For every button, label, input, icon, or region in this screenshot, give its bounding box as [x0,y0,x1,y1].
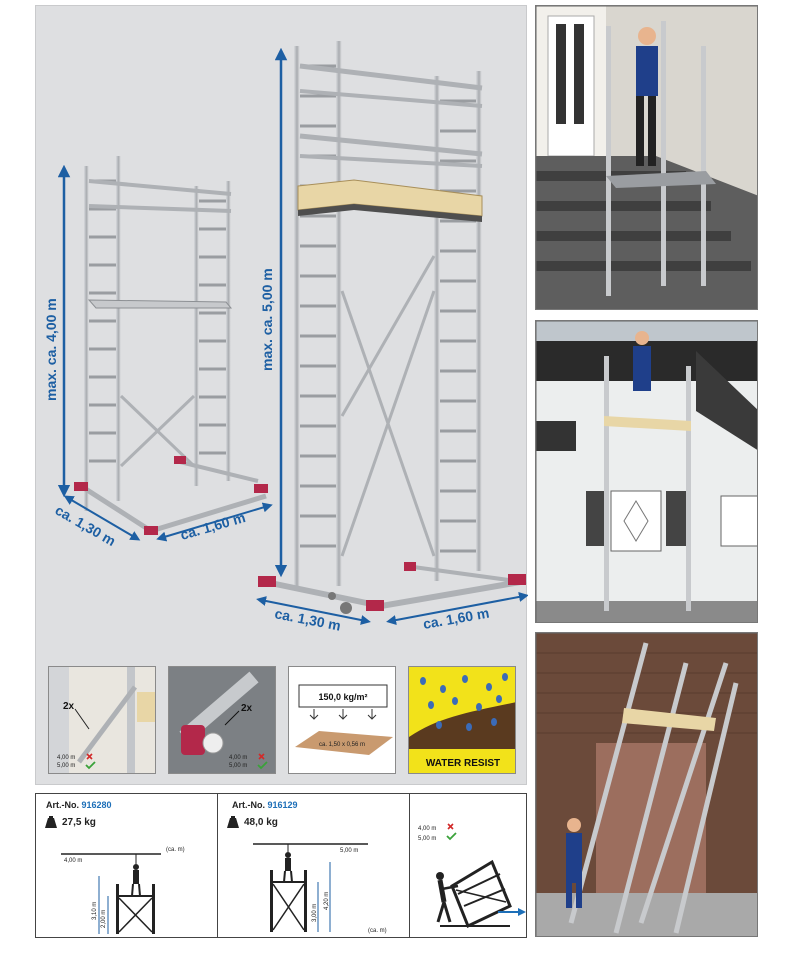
small-tower [74,156,268,535]
spec-column-916129: Art.-No. 916129 48,0 kg 5,00 m 3,00 m 4,… [218,794,410,937]
small-height-label: max. ca. 4,00 m [43,298,59,401]
water-resist-thumb: WATER RESIST [408,666,516,774]
brace-4m: 4,00 m [57,755,75,761]
spec-column-916280: Art.-No. 916280 27,5 kg (ca. m) 4,00 m 3… [36,794,218,937]
scaffold-towers-illustration: max. ca. 4,00 m max. ca. 5,00 m ca. 1,30… [43,41,528,634]
water-drop-icon [452,697,458,705]
water-drop-icon [428,701,434,709]
load-capacity-thumb: 150,0 kg/m² ca. 1,50 x 0,56 m [288,666,396,774]
person-height-diagram-a: (ca. m) 4,00 m 3,10 m 2,00 m [61,847,185,934]
photo-stairs-scaffold [535,5,758,310]
weight-value: 48,0 kg [244,817,278,828]
art-number: 916280 [81,800,112,810]
castor-count: 2x [241,703,253,714]
art-label: Art.-No. [46,800,79,810]
water-drop-icon [436,721,442,729]
water-drop-icon [491,718,497,726]
scaffold-dimension-panel: max. ca. 4,00 m max. ca. 5,00 m ca. 1,30… [35,5,528,785]
cross-icon [258,753,265,760]
ca-unit: (ca. m) [166,847,185,853]
spec-column-tilt-warning: 4,00 m 5,00 m [410,794,528,937]
water-drop-icon [440,685,446,693]
water-drop-icon [496,695,502,703]
top-height: 4,00 m [64,858,82,864]
tilt-5m: 5,00 m [418,836,436,842]
water-resist-label: WATER RESIST [426,758,500,769]
water-drop-icon [486,683,492,691]
water-drop-icon [502,673,508,681]
dim-4-20: 4,20 m [324,892,330,910]
ca-unit: (ca. m) [368,928,387,934]
castor-5m: 5,00 m [229,763,247,769]
spec-table: Art.-No. 916280 27,5 kg (ca. m) 4,00 m 3… [35,793,527,938]
dim-3-00: 3,00 m [312,904,318,922]
water-drop-icon [466,723,472,731]
cross-icon [447,823,454,830]
load-value: 150,0 kg/m² [318,692,367,702]
art-label: Art.-No. [232,800,265,810]
check-icon [446,832,457,841]
weight-icon [45,816,57,828]
cross-icon [86,753,93,760]
top-height: 5,00 m [340,848,358,854]
check-icon [257,761,268,770]
tilt-warning-diagram: 4,00 m 5,00 m [418,823,526,929]
photo-house-facade [535,320,758,623]
brace-5m: 5,00 m [57,763,75,769]
direction-arrow-icon [518,908,526,916]
water-drop-icon [462,675,468,683]
art-number: 916129 [267,800,298,810]
dim-3-10: 3,10 m [92,902,98,920]
brace-feature-thumb: 2x 4,00 m 5,00 m [48,666,156,774]
large-tower [258,41,527,614]
tilt-4m: 4,00 m [418,826,436,832]
weight-value: 27,5 kg [62,817,96,828]
castor-feature-thumb: 2x 4,00 m 5,00 m [168,666,276,774]
brace-count: 2x [63,701,75,712]
photo-tilting-scaffold [535,632,758,937]
platform-size: ca. 1,50 x 0,56 m [319,742,365,748]
large-height-label: max. ca. 5,00 m [259,268,275,371]
check-icon [85,761,96,770]
water-drop-icon [476,703,482,711]
castor-4m: 4,00 m [229,755,247,761]
person-height-diagram-b: 5,00 m 3,00 m 4,20 m (ca. m) [253,843,387,934]
dim-2-00: 2,00 m [101,910,107,928]
weight-icon [227,816,239,828]
water-drop-icon [420,677,426,685]
